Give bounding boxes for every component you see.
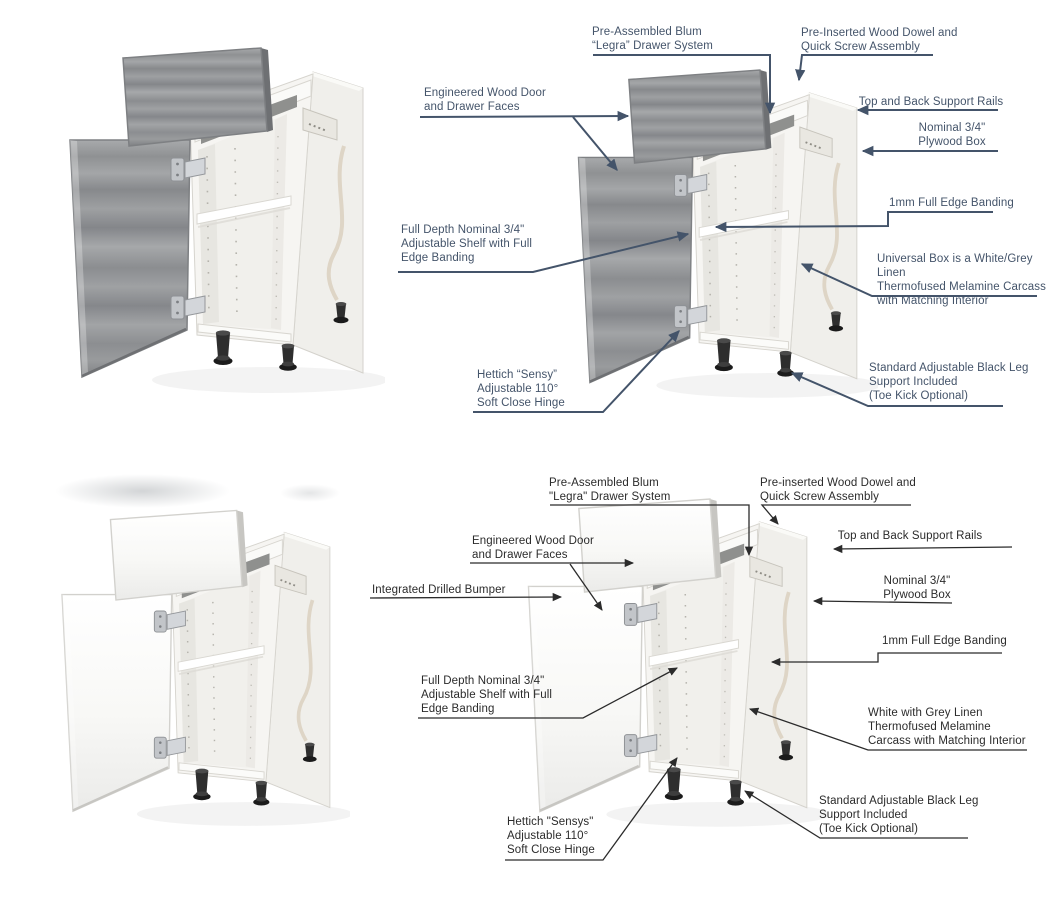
arrow-nominal-plywood	[812, 596, 953, 606]
grey-cabinet-photo	[68, 46, 385, 395]
arrow-engineered-drawer	[419, 110, 630, 122]
callout-hettich-hinge: Hettich “Sensy” Adjustable 110° Soft Clo…	[477, 369, 565, 410]
callout-top-back-rails: Top and Back Support Rails	[837, 530, 983, 542]
arrow-white-grey-linen	[749, 707, 1027, 751]
callout-hettich-hinge: Hettich "Sensys" Adjustable 110° Soft Cl…	[507, 816, 595, 857]
arrow-hettich-hinge	[505, 757, 678, 861]
arrow-edge-banding	[714, 211, 993, 233]
arrow-universal-box	[800, 263, 1037, 297]
callout-arrows-top	[398, 54, 1037, 413]
callout-arrows-bottom	[370, 504, 1027, 861]
callout-full-depth-shelf: Full Depth Nominal 3/4" Adjustable Shelf…	[421, 675, 553, 716]
diagram-bottom-right: Pre-Assembled Blum "Legra" Drawer System…	[370, 460, 1060, 909]
arrow-full-depth-shelf	[398, 231, 690, 273]
arrow-pre-inserted	[760, 504, 911, 525]
callout-nominal-plywood: Nominal 3/4" Plywood Box	[918, 122, 986, 149]
arrow-pre-assembled	[593, 54, 776, 115]
arrow-top-rails	[832, 544, 1013, 554]
callout-universal-box: Universal Box is a White/Grey Linen Ther…	[877, 253, 1046, 308]
callout-pre-assembled-blum: Pre-Assembled Blum "Legra" Drawer System	[549, 477, 671, 504]
arrow-pre-assembled	[550, 504, 754, 557]
arrow-edge-banding	[770, 652, 1002, 667]
callout-nominal-plywood: Nominal 3/4" Plywood Box	[883, 575, 951, 602]
arrow-standard-leg	[790, 372, 1003, 407]
callout-standard-leg: Standard Adjustable Black Leg Support In…	[869, 362, 1029, 403]
callout-white-grey-linen: White with Grey Linen Thermofused Melami…	[868, 707, 1026, 748]
callout-integrated-bumper: Integrated Drilled Bumper	[372, 584, 506, 596]
callout-engineered-wood: Engineered Wood Door and Drawer Faces	[424, 87, 546, 114]
callout-full-depth-shelf: Full Depth Nominal 3/4" Adjustable Shelf…	[401, 224, 533, 265]
background-smudge	[55, 474, 230, 508]
diagram-top-right: Pre-Assembled Blum “Legra” Drawer System…	[395, 0, 1060, 455]
arrow-engineered-door	[569, 563, 603, 611]
callout-one-mm-edge-banding: 1mm Full Edge Banding	[882, 635, 1007, 647]
arrow-hettich-hinge	[473, 330, 680, 413]
white-cabinet-photo	[60, 508, 350, 828]
arrow-pre-inserted	[795, 54, 933, 82]
callout-pre-inserted-dowel: Pre-inserted Wood Dowel and Quick Screw …	[760, 477, 916, 504]
background-smudge	[280, 484, 340, 502]
callout-pre-inserted-dowel: Pre-Inserted Wood Dowel and Quick Screw …	[801, 27, 958, 54]
callout-one-mm-edge-banding: 1mm Full Edge Banding	[889, 197, 1014, 209]
arrow-standard-leg	[744, 790, 968, 839]
photo-bottom-left	[0, 460, 370, 909]
arrow-integrated-bumper	[370, 592, 563, 602]
arrow-full-depth-shelf	[418, 667, 678, 719]
arrow-engineered-door	[572, 116, 618, 172]
callout-top-back-rails: Top and Back Support Rails	[858, 96, 1004, 108]
callout-pre-assembled-blum: Pre-Assembled Blum “Legra” Drawer System	[592, 26, 713, 53]
callout-standard-leg: Standard Adjustable Black Leg Support In…	[819, 795, 979, 836]
callout-engineered-wood: Engineered Wood Door and Drawer Faces	[472, 535, 594, 562]
photo-top-left	[0, 0, 395, 455]
